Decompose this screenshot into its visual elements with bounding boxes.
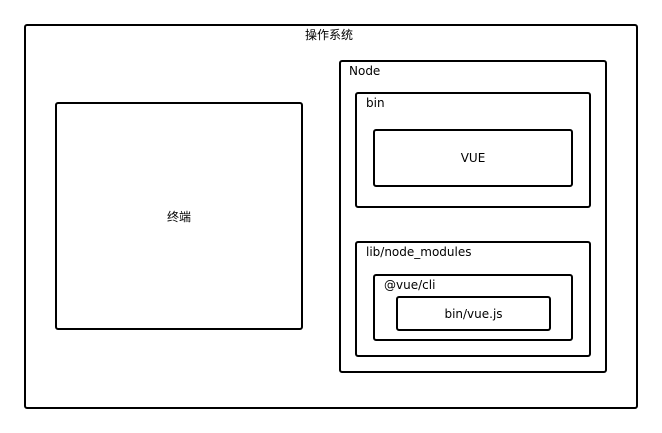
vue-label: VUE <box>460 151 486 165</box>
node-label: Node <box>349 64 381 78</box>
terminal-label: 终端 <box>166 209 191 224</box>
bin-vue-js-label: bin/vue.js <box>444 306 503 321</box>
bin-label: bin <box>366 96 385 110</box>
vue-box: VUE <box>373 129 573 187</box>
os-label: 操作系统 <box>305 28 354 42</box>
lib-node-modules-label: lib/node_modules <box>366 245 472 259</box>
bin-vue-js-box: bin/vue.js <box>396 296 551 331</box>
terminal-box: 终端 <box>55 102 303 330</box>
vue-cli-label: @vue/cli <box>384 278 436 292</box>
